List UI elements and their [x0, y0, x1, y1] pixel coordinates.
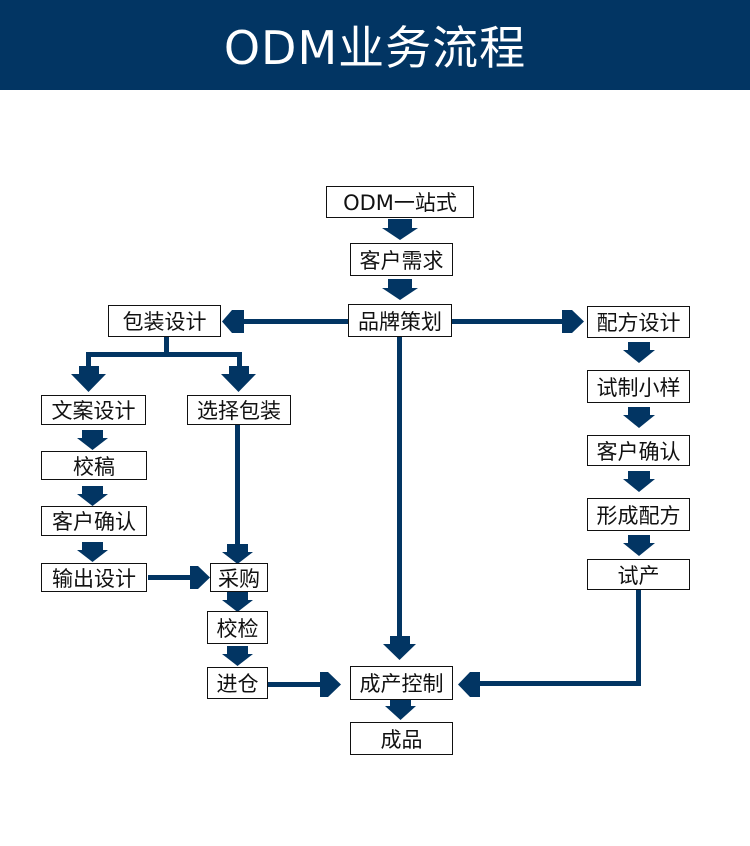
node-odm-one-stop: ODM一站式 [326, 186, 474, 218]
node-proofread: 校稿 [41, 451, 147, 480]
arrow-prod-product [385, 698, 416, 720]
line-brand-formula [452, 319, 566, 324]
arrow-sample-confirm [623, 407, 655, 428]
line-trial-prod [476, 681, 641, 686]
arrow-formula-sample [623, 342, 655, 363]
node-label: 成产控制 [359, 672, 444, 696]
node-formula-design: 配方设计 [587, 306, 690, 338]
arrow-demand-brand [382, 279, 418, 300]
node-customer-confirm-formula: 客户确认 [587, 435, 690, 466]
node-label: 输出设计 [52, 566, 136, 591]
arrow-purchase-inspect [222, 592, 253, 612]
arrow-brand-pack [222, 310, 244, 333]
arrow-odm-demand [382, 219, 418, 240]
arrow-select-purchase [222, 544, 253, 564]
node-label: ODM一站式 [343, 191, 457, 215]
node-label: 包装设计 [122, 310, 207, 334]
arrow-trial-prod [458, 672, 480, 697]
line-warehouse-prod [268, 682, 324, 687]
node-customer-demand: 客户需求 [350, 243, 453, 276]
node-label: 形成配方 [596, 503, 681, 528]
arrow-inspect-warehouse [222, 646, 253, 666]
header-banner: ODM业务流程 [0, 0, 750, 90]
node-trial-sample: 试制小样 [587, 370, 690, 403]
arrow-proof-confirm [77, 486, 108, 506]
arrow-warehouse-prod [320, 672, 341, 697]
line-brand-pack [240, 319, 348, 324]
node-trial-production: 试产 [587, 559, 690, 590]
arrow-output-purchase [190, 566, 210, 589]
node-label: 试制小样 [596, 375, 681, 400]
node-label: 客户确认 [52, 510, 136, 534]
node-warehousing: 进仓 [207, 667, 268, 699]
node-label: 成品 [380, 727, 423, 752]
node-copy-design: 文案设计 [41, 395, 146, 425]
node-label: 配方设计 [596, 311, 681, 335]
page-title: ODM业务流程 [223, 21, 527, 75]
node-label: 试产 [617, 563, 660, 588]
node-production-control: 成产控制 [350, 666, 453, 700]
node-label: 文案设计 [51, 399, 136, 423]
node-final-formula: 形成配方 [587, 498, 690, 531]
arrow-final-trial [623, 535, 655, 556]
node-inspection: 校检 [207, 611, 268, 644]
node-label: 客户需求 [359, 248, 444, 273]
arrow-brand-prod [383, 636, 416, 660]
line-pack-down [164, 336, 169, 356]
node-finished-product: 成品 [350, 722, 453, 755]
line-brand-prod [397, 336, 402, 638]
arrow-confirm-final [623, 471, 655, 492]
node-label: 校稿 [73, 454, 115, 479]
node-select-packaging: 选择包装 [187, 395, 291, 425]
arrow-confirm-output [77, 542, 108, 562]
arrow-pack-select [221, 366, 256, 392]
node-output-design: 输出设计 [41, 563, 147, 592]
arrow-copy-proof [77, 430, 108, 450]
node-label: 客户确认 [596, 439, 681, 464]
arrow-pack-copy [71, 366, 106, 392]
node-label: 品牌策划 [358, 309, 442, 334]
line-output-purchase [148, 575, 194, 580]
node-packaging-design: 包装设计 [108, 305, 221, 337]
node-brand-planning: 品牌策划 [348, 304, 452, 337]
node-customer-confirm-copy: 客户确认 [41, 506, 147, 536]
node-purchase: 采购 [210, 563, 268, 592]
node-label: 选择包装 [197, 399, 281, 423]
line-trial-down [636, 590, 641, 686]
node-label: 采购 [218, 566, 260, 591]
line-pack-split [86, 352, 242, 357]
node-label: 校检 [216, 616, 259, 641]
arrow-brand-formula [562, 310, 584, 333]
node-label: 进仓 [216, 672, 259, 696]
line-select-purchase [235, 424, 240, 546]
